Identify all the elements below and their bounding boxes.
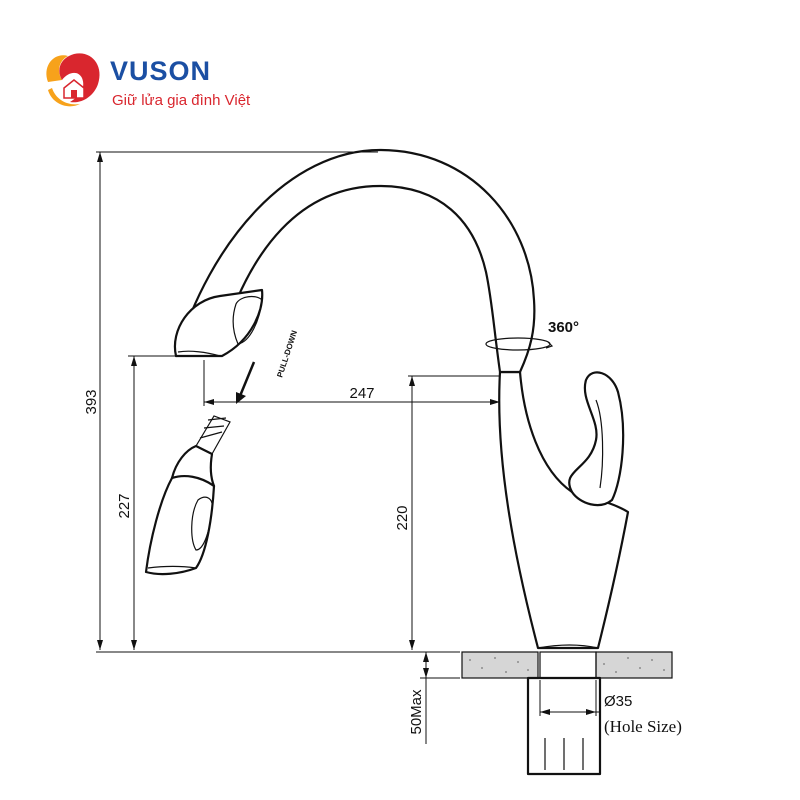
pull-down-label: PULL-DOWN xyxy=(275,329,299,378)
faucet-spout xyxy=(173,148,554,374)
countertop xyxy=(461,651,673,679)
brand-logo: VUSON Giữ lửa gia đình Việt xyxy=(38,44,278,114)
dim-spout-height: 220 xyxy=(394,505,411,530)
faucet-body xyxy=(498,370,630,650)
brand-name: VUSON xyxy=(110,56,212,86)
dim-total-height: 393 xyxy=(83,389,100,414)
dim-deck-thickness: 50Max xyxy=(408,689,425,735)
dimension-lines xyxy=(96,151,600,744)
dim-rotation: 360° xyxy=(548,319,579,336)
dim-spray-height: 227 xyxy=(116,493,133,518)
house-flame-logo-icon xyxy=(46,53,100,107)
dim-reach: 247 xyxy=(349,385,374,402)
dim-hole-diameter: Ø35 xyxy=(604,693,632,710)
dim-hole-note: (Hole Size) xyxy=(604,717,682,736)
detached-spray-head xyxy=(144,415,231,576)
brand-tagline: Giữ lửa gia đình Việt xyxy=(112,92,251,109)
